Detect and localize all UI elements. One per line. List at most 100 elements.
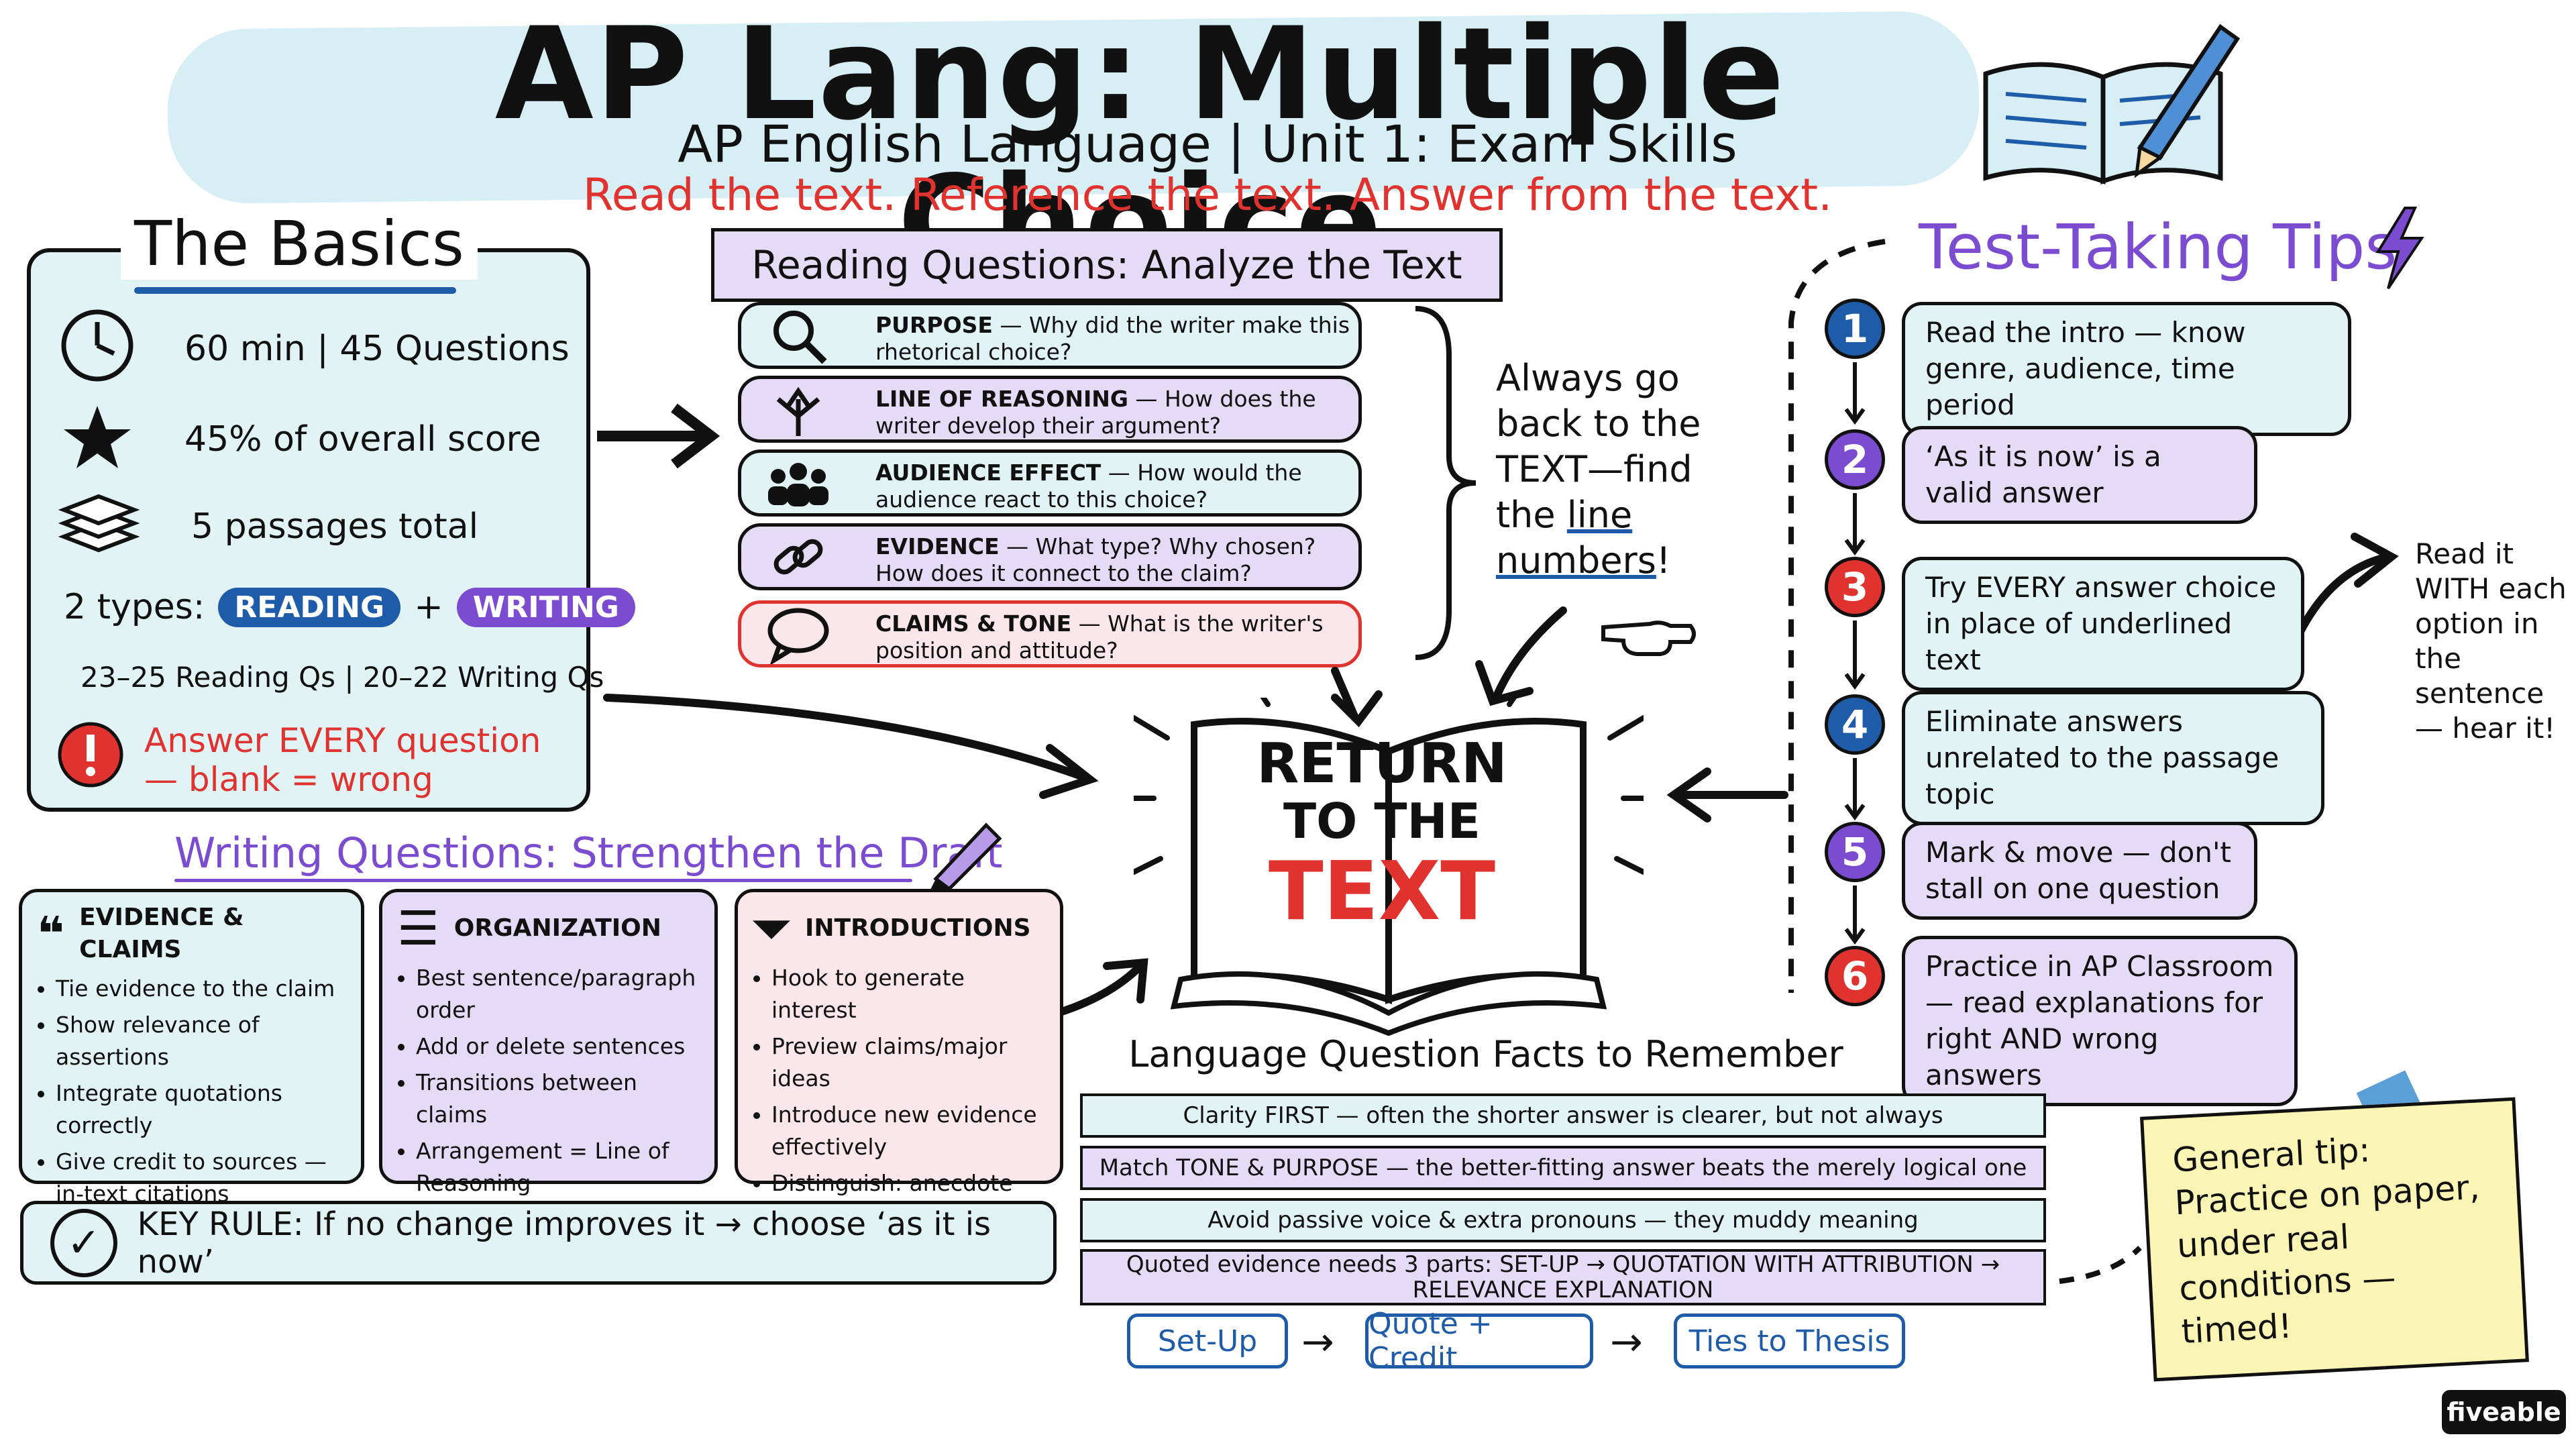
- writing-questions-title: Writing Questions: Strengthen the Draft: [174, 828, 1003, 877]
- writing-pill: WRITING: [456, 587, 635, 627]
- flow-arrow-icon: →: [1301, 1319, 1334, 1364]
- basics-time: 60 min | 45 Questions: [184, 329, 570, 369]
- reading-item-purpose: PURPOSE — Why did the writer make this r…: [738, 302, 1362, 369]
- page-subtitle: AP English Language | Unit 1: Exam Skill…: [678, 114, 1737, 174]
- flow-ties-to-thesis: Ties to Thesis: [1674, 1313, 1905, 1368]
- writing-title-underline: [174, 879, 912, 882]
- reading-item-line-of-reasoning: LINE OF REASONING — How does the writer …: [738, 376, 1362, 443]
- reading-item-key: LINE OF REASONING: [875, 386, 1128, 412]
- clock-icon: [61, 309, 133, 382]
- exclamation-icon: [58, 722, 123, 788]
- writing-bullet: Introduce new evidence effectively: [771, 1099, 1045, 1163]
- reading-pill: READING: [218, 587, 401, 627]
- stacked-pages-icon: [58, 494, 140, 553]
- flow-arrow-icon: →: [1610, 1319, 1643, 1364]
- writing-bullet: Preview claims/major ideas: [771, 1030, 1045, 1095]
- key-rule-box: ✓ KEY RULE: If no change improves it → c…: [20, 1201, 1057, 1285]
- language-facts-title: Language Question Facts to Remember: [1128, 1033, 1843, 1075]
- basics-split: 23–25 Reading Qs | 20–22 Writing Qs: [80, 661, 604, 694]
- reading-item-key: CLAIMS & TONE: [875, 610, 1072, 637]
- tip-1: Read the intro — know genre, audience, t…: [1902, 302, 2351, 436]
- general-tip-sticky-note: General tip: Practice on paper, under re…: [2140, 1097, 2529, 1382]
- writing-bullet: Best sentence/paragraph order: [416, 962, 700, 1026]
- quote-marks-icon: ❝: [37, 906, 65, 961]
- writing-col-evidence: ❝ EVIDENCE & CLAIMS Tie evidence to the c…: [19, 889, 364, 1207]
- read-it-with-option-note: Read it WITH each option in the sentence…: [2415, 537, 2567, 745]
- always-note-end: !: [1656, 539, 1671, 582]
- basics-score: 45% of overall score: [184, 419, 541, 460]
- numbered-list-icon: ☰: [397, 901, 439, 956]
- fact-tone: Match TONE & PURPOSE — the better-fittin…: [1080, 1146, 2046, 1190]
- audience-icon: [765, 449, 832, 517]
- split-arrows-icon: [765, 376, 832, 443]
- line-numbers-emphasis: line numbers: [1496, 494, 1656, 582]
- writing-bullet: Hook to generate interest: [771, 962, 1045, 1026]
- fact-clarity: Clarity FIRST — often the shorter answer…: [1080, 1093, 2046, 1138]
- arrow-right-icon: [597, 403, 720, 469]
- writing-bullet: Arrangement = Line of Reasoning: [416, 1135, 700, 1199]
- tip-4: Eliminate answers unrelated to the passa…: [1902, 691, 2324, 825]
- writing-col-head: ORGANIZATION: [453, 914, 661, 942]
- page-title: AP Lang: Multiple Choice: [494, 0, 1786, 297]
- plus-sign: +: [414, 587, 443, 627]
- reading-item-text: — Why did the writer make this rhetorica…: [875, 312, 1350, 365]
- general-tip-text: General tip: Practice on paper, under re…: [2171, 1130, 2481, 1352]
- fiveable-logo: fiveable: [2442, 1390, 2566, 1434]
- writing-bullet: Show relevance of assertions: [56, 1009, 346, 1073]
- basics-title-underline: [134, 287, 456, 294]
- tip-number-6: 6: [1825, 946, 1885, 1006]
- tip-5: Mark & move — don't stall on one questio…: [1902, 822, 2257, 920]
- center-open-book-icon: [1134, 698, 1644, 1036]
- reading-item-key: AUDIENCE EFFECT: [875, 460, 1102, 486]
- magnifier-icon: [765, 302, 832, 369]
- pencil-icon: [930, 822, 1002, 889]
- star-icon: [64, 406, 131, 468]
- tip-3: Try EVERY answer choice in place of unde…: [1902, 557, 2304, 691]
- basics-title: The Basics: [121, 208, 478, 280]
- reading-item-evidence: EVIDENCE — What type? Why chosen? How do…: [738, 523, 1362, 590]
- writing-bullet: Transitions between claims: [416, 1067, 700, 1131]
- tip-number-5: 5: [1825, 822, 1885, 882]
- tips-down-arrows: [1844, 362, 1866, 945]
- reading-item-text: — How does the writer develop their argu…: [875, 386, 1316, 439]
- tip-6: Practice in AP Classroom — read explanat…: [1902, 936, 2298, 1106]
- tip-number-2: 2: [1825, 429, 1885, 490]
- reading-item-key: EVIDENCE: [875, 533, 1000, 559]
- pointing-hand-icon: [1601, 621, 1696, 656]
- return-line-3: TEXT: [1268, 845, 1496, 938]
- funnel-icon: ⏷: [753, 901, 790, 956]
- chain-link-icon: [765, 523, 832, 590]
- always-note-text: Always go back to the TEXT—find the: [1496, 357, 1701, 536]
- speech-bubble-icon: [765, 600, 832, 667]
- fact-quoted-evidence: Quoted evidence needs 3 parts: SET-UP → …: [1080, 1249, 2046, 1305]
- writing-bullet: Add or delete sentences: [416, 1030, 700, 1063]
- writing-bullet: Integrate quotations correctly: [56, 1077, 346, 1142]
- tip-number-3: 3: [1825, 557, 1885, 617]
- tip-number-1: 1: [1825, 299, 1885, 359]
- return-to-text: RETURN TO THE TEXT: [1241, 735, 1523, 936]
- tip-2: ‘As it is now’ is a valid answer: [1902, 426, 2257, 524]
- curly-brace: [1415, 306, 1477, 660]
- writing-col-head: INTRODUCTIONS: [805, 914, 1031, 942]
- writing-col-organization: ☰ ORGANIZATION Best sentence/paragraph or…: [379, 889, 718, 1196]
- writing-bullet: Tie evidence to the claim: [56, 973, 346, 1005]
- flow-quote-credit: Quote + Credit: [1365, 1307, 1593, 1375]
- basics-warning: Answer EVERY question — blank = wrong: [144, 721, 541, 799]
- motto: Read the text. Reference the text. Answe…: [582, 169, 1833, 221]
- writing-col-introductions: ⏷ INTRODUCTIONS Hook to generate interest…: [735, 889, 1063, 1228]
- reading-questions-banner: Reading Questions: Analyze the Text: [711, 228, 1503, 302]
- basics-passages: 5 passages total: [191, 506, 479, 547]
- reading-item-key: PURPOSE: [875, 312, 993, 338]
- tip-number-4: 4: [1825, 694, 1885, 755]
- return-line-2: TO THE: [1283, 793, 1481, 849]
- key-rule-text: KEY RULE: If no change improves it → cho…: [137, 1205, 991, 1281]
- return-line-1: RETURN: [1256, 732, 1507, 796]
- lightning-icon: [2375, 207, 2424, 290]
- flow-set-up: Set-Up: [1127, 1313, 1288, 1368]
- reading-item-text: — How would the audience react to this c…: [875, 460, 1302, 513]
- checkmark-icon: ✓: [50, 1208, 117, 1277]
- types-label: 2 types:: [64, 587, 205, 627]
- basics-types-row: 2 types: READING + WRITING: [64, 587, 635, 627]
- reading-item-audience-effect: AUDIENCE EFFECT — How would the audience…: [738, 449, 1362, 517]
- writing-col-head: EVIDENCE & CLAIMS: [79, 904, 244, 963]
